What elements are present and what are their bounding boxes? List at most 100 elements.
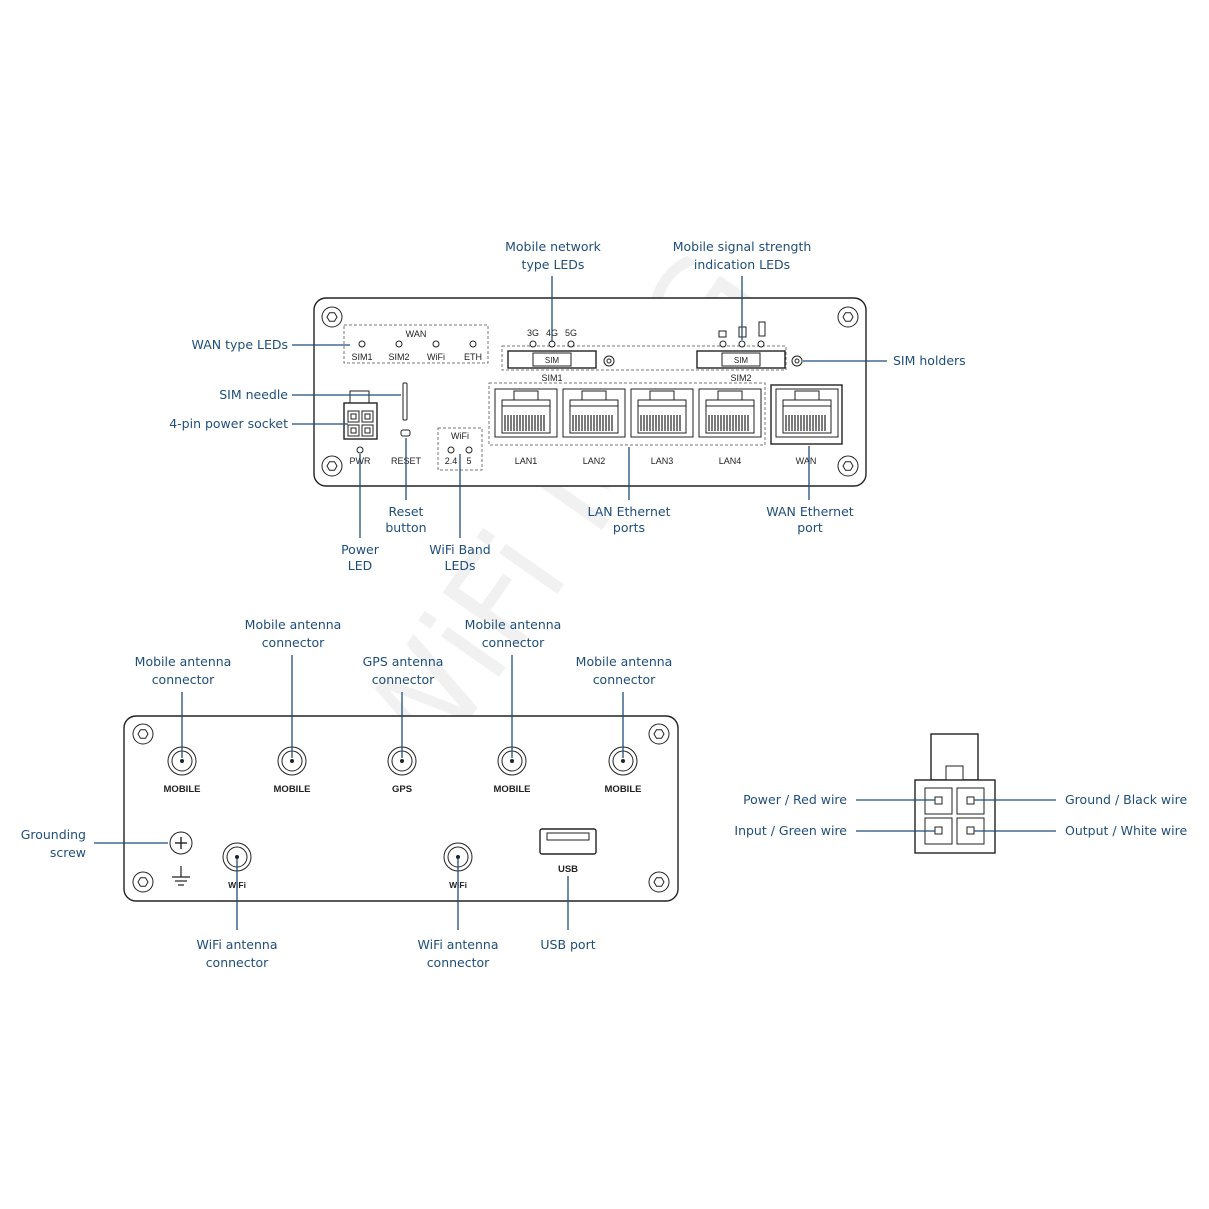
wan-port[interactable] (775, 388, 839, 438)
mobile-antenna-connector[interactable] (608, 746, 638, 776)
lan-port-label: LAN4 (719, 456, 742, 466)
mobile-antenna-connector[interactable] (167, 746, 197, 776)
mobile-antenna-connector[interactable] (277, 746, 307, 776)
reset-button[interactable] (400, 429, 411, 437)
callout-sim-holders: SIM holders (893, 353, 966, 368)
screw-icon (321, 306, 343, 328)
lan-port-label: LAN2 (583, 456, 606, 466)
usb-port[interactable] (539, 828, 597, 855)
wan-led-label: ETH (464, 352, 482, 362)
antenna-label: MOBILE (605, 784, 642, 795)
callout-power-socket: 4-pin power socket (169, 416, 288, 431)
ground-icon (172, 866, 190, 886)
led-icon (529, 340, 537, 348)
net-led-label: 3G (527, 328, 539, 338)
callout-wan-type-leds: WAN type LEDs (192, 337, 288, 352)
screw-icon (132, 871, 154, 893)
wan-leds-title: WAN (406, 329, 427, 339)
sim2-holder[interactable]: SIM (696, 350, 786, 369)
callout-usb-port: USB port (540, 937, 595, 952)
sim-needle[interactable] (402, 382, 408, 421)
screw-icon (837, 306, 859, 328)
grounding-screw[interactable] (169, 831, 193, 855)
antenna-label: MOBILE (494, 784, 531, 795)
antenna-label: MOBILE (274, 784, 311, 795)
sim1-holder[interactable]: SIM (507, 350, 597, 369)
lan-port[interactable] (698, 388, 762, 438)
antenna-label: GPS (392, 784, 412, 795)
wan-type-leds: WAN SIM1 SIM2 WiFi ETH (343, 324, 489, 364)
screw-icon (648, 723, 670, 745)
usb-label: USB (558, 864, 578, 875)
led-icon (738, 340, 746, 348)
led-icon (465, 446, 473, 454)
lan-port-label: LAN1 (515, 456, 538, 466)
wan-led-label: WiFi (427, 352, 445, 362)
led-icon (719, 340, 727, 348)
back-panel-body (123, 715, 679, 902)
gps-antenna-connector[interactable] (387, 746, 417, 776)
led-icon (469, 340, 477, 348)
led-icon (567, 340, 575, 348)
sim-eject-icon[interactable] (791, 355, 803, 367)
wifi-band-label: 2.4 (445, 456, 458, 466)
led-icon (358, 340, 366, 348)
callout-power-red-wire: Power / Red wire (743, 792, 847, 807)
sim-eject-icon[interactable] (603, 355, 615, 367)
lan-port[interactable] (630, 388, 694, 438)
power-socket[interactable] (343, 390, 378, 440)
lan-port[interactable] (494, 388, 558, 438)
led-icon (447, 446, 455, 454)
screw-icon (837, 455, 859, 477)
sim2-label: SIM2 (730, 373, 751, 383)
sim1-label: SIM1 (541, 373, 562, 383)
sim-slot-label: SIM (545, 356, 560, 365)
screw-icon (321, 455, 343, 477)
sim-slot-label: SIM (734, 356, 749, 365)
antenna-label: MOBILE (164, 784, 201, 795)
led-icon (432, 340, 440, 348)
lan-port[interactable] (562, 388, 626, 438)
mobile-antenna-connector[interactable] (497, 746, 527, 776)
callout-output-white-wire: Output / White wire (1065, 823, 1187, 838)
wan-led-label: SIM2 (388, 352, 409, 362)
power-led-icon (356, 446, 364, 454)
callout-sim-needle: SIM needle (219, 387, 288, 402)
screw-icon (648, 871, 670, 893)
lan-port-label: LAN3 (651, 456, 674, 466)
power-connector-pinout: Power / Red wire Input / Green wire Grou… (734, 733, 1187, 854)
front-screws (321, 306, 859, 477)
wifi-band-label: 5 (466, 456, 471, 466)
led-icon (395, 340, 403, 348)
callout-ground-black-wire: Ground / Black wire (1065, 792, 1187, 807)
wifi-antenna-connector[interactable] (443, 842, 473, 872)
callout-input-green-wire: Input / Green wire (734, 823, 847, 838)
net-led-label: 5G (565, 328, 577, 338)
wifi-leds-title: WiFi (451, 431, 469, 441)
led-icon (757, 340, 765, 348)
front-panel: WAN SIM1 SIM2 WiFi ETH 3G 4G 5G SIM (313, 297, 867, 487)
screw-icon (132, 723, 154, 745)
lan-ports: LAN1 LAN2 LAN3 LAN4 (494, 388, 762, 466)
wan-port-label: WAN (796, 456, 817, 466)
